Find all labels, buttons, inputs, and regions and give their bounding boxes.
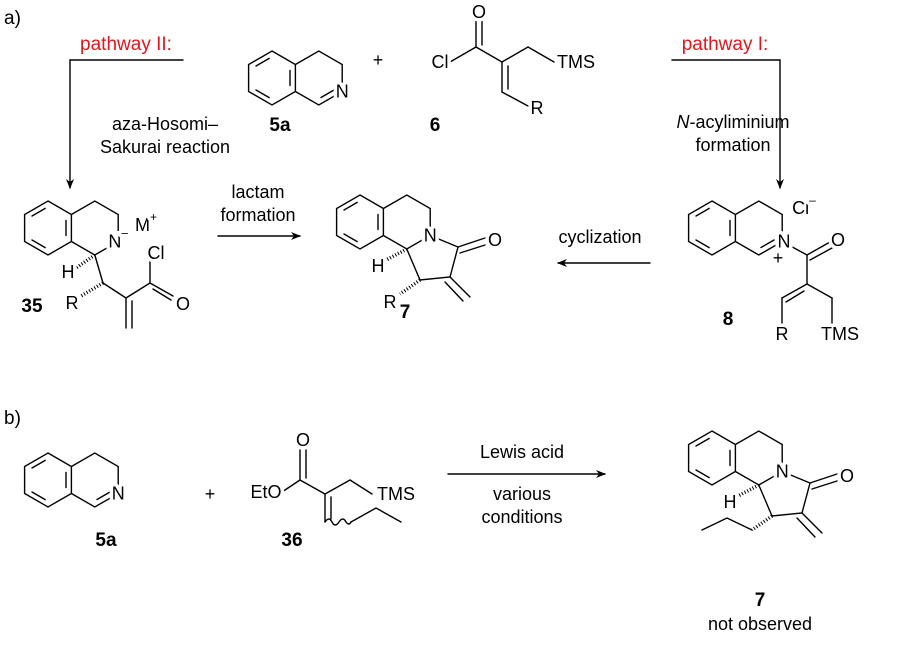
pathway-1-arrow xyxy=(671,59,784,189)
svg-text:H: H xyxy=(62,262,75,282)
conditions-line2: conditions xyxy=(481,507,562,527)
svg-text:R: R xyxy=(531,98,544,118)
lactam-line2: formation xyxy=(220,205,295,225)
pathway-1-label: pathway I: xyxy=(682,34,769,55)
svg-text:Cl–: Cl– xyxy=(792,193,816,218)
svg-text:O: O xyxy=(488,230,502,250)
svg-text:Cl: Cl xyxy=(432,52,449,72)
compound-5a-label: 5a xyxy=(269,115,291,136)
svg-text:N: N xyxy=(776,462,789,482)
compound-6-structure: Cl O TMS R xyxy=(428,0,599,122)
compound-8-structure: N + Cl– O R TMS xyxy=(687,190,863,348)
cyclization-label: cyclization xyxy=(558,227,641,247)
svg-text:O: O xyxy=(472,2,486,22)
compound-35-structure: N– M+ H R Cl O xyxy=(23,200,194,329)
compound-8-label: 8 xyxy=(723,309,734,330)
svg-text:R: R xyxy=(776,324,789,344)
svg-text:O: O xyxy=(296,430,310,450)
svg-text:TMS: TMS xyxy=(821,324,859,344)
conditions-line1: various xyxy=(493,484,551,504)
compound-6-label: 6 xyxy=(430,115,441,136)
svg-text:+: + xyxy=(773,248,784,268)
lactam-line1: lactam xyxy=(231,182,284,202)
svg-text:TMS: TMS xyxy=(377,484,415,504)
acyliminium-line1: N-acyliminium xyxy=(676,112,789,132)
svg-text:N: N xyxy=(424,226,437,246)
svg-text:O: O xyxy=(176,294,190,314)
svg-text:H: H xyxy=(372,256,385,276)
svg-text:N: N xyxy=(778,232,791,252)
svg-text:TMS: TMS xyxy=(557,52,595,72)
svg-text:H: H xyxy=(724,492,737,512)
svg-text:O: O xyxy=(840,466,854,486)
compound-5a-b-structure: N xyxy=(23,452,128,508)
compound-5a-structure: N xyxy=(247,50,352,106)
lewis-acid-label: Lewis acid xyxy=(480,442,564,462)
panel-a-label: a) xyxy=(4,8,21,29)
svg-text:N–: N– xyxy=(108,226,128,252)
panel-b-label: b) xyxy=(4,408,21,429)
svg-text:M+: M+ xyxy=(135,210,157,235)
compound-36-structure: EtO O TMS xyxy=(247,427,419,526)
plus-sign: + xyxy=(373,50,384,70)
acyliminium-line2: formation xyxy=(695,135,770,155)
compound-5a-b-label: 5a xyxy=(95,530,117,551)
compound-7-label: 7 xyxy=(400,302,411,323)
pathway-2-label: pathway II: xyxy=(80,34,172,55)
compound-7-b-label: 7 xyxy=(755,590,766,611)
svg-text:R: R xyxy=(66,293,79,313)
plus-sign-b: + xyxy=(205,484,216,504)
svg-text:O: O xyxy=(831,230,845,250)
svg-text:EtO: EtO xyxy=(250,482,281,502)
compound-7-b-structure: N O H xyxy=(687,430,858,538)
compound-36-label: 36 xyxy=(281,530,302,551)
pathway-2-arrow xyxy=(66,59,184,189)
svg-text:N: N xyxy=(112,484,125,504)
svg-text:Cl: Cl xyxy=(148,243,165,263)
svg-text:R: R xyxy=(384,292,397,312)
aza-hosomi-line1: aza-Hosomi– xyxy=(112,114,218,134)
not-observed-label: not observed xyxy=(708,614,812,634)
compound-7-structure: N O H R xyxy=(335,194,506,316)
aza-hosomi-line2: Sakurai reaction xyxy=(100,137,230,157)
compound-35-label: 35 xyxy=(21,296,43,317)
svg-text:N: N xyxy=(336,82,349,102)
